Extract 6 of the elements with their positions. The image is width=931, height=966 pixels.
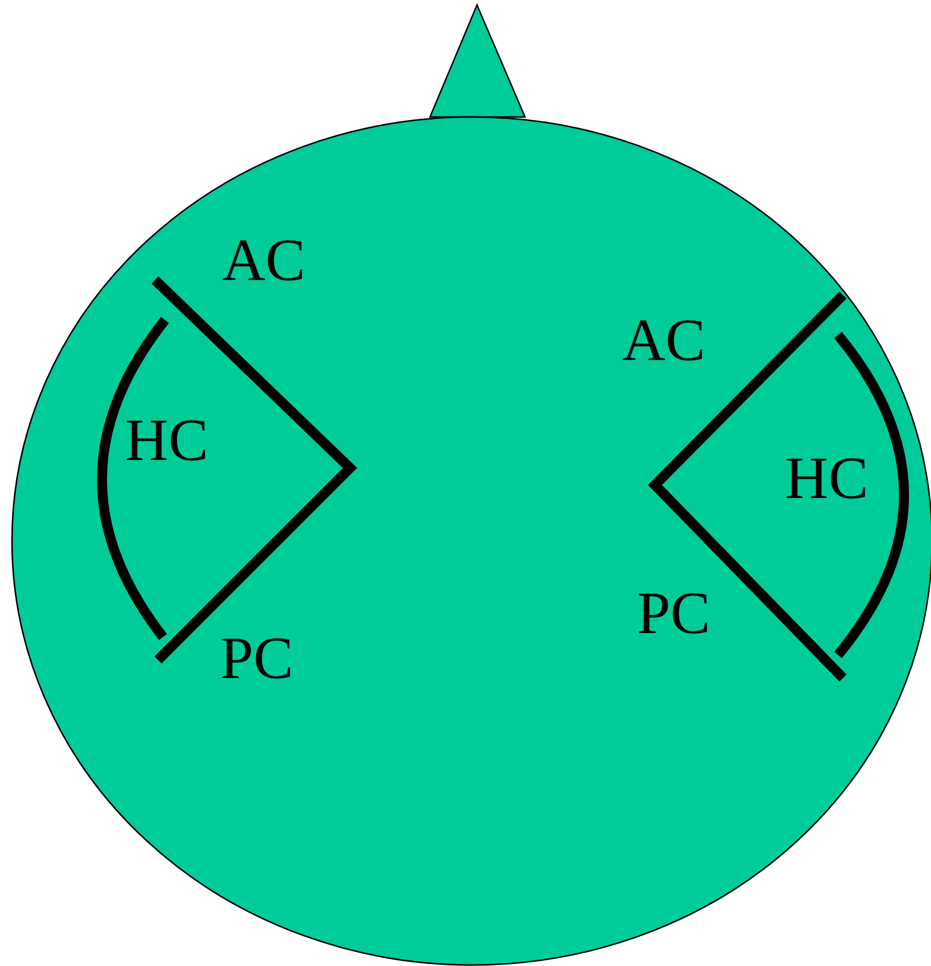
canal-label: PC bbox=[637, 583, 710, 643]
canal-label: HC bbox=[125, 410, 208, 470]
canal-label: HC bbox=[785, 448, 868, 508]
canal-label: AC bbox=[622, 310, 706, 370]
canal-label: PC bbox=[220, 628, 294, 688]
canal-label: AC bbox=[222, 230, 306, 290]
